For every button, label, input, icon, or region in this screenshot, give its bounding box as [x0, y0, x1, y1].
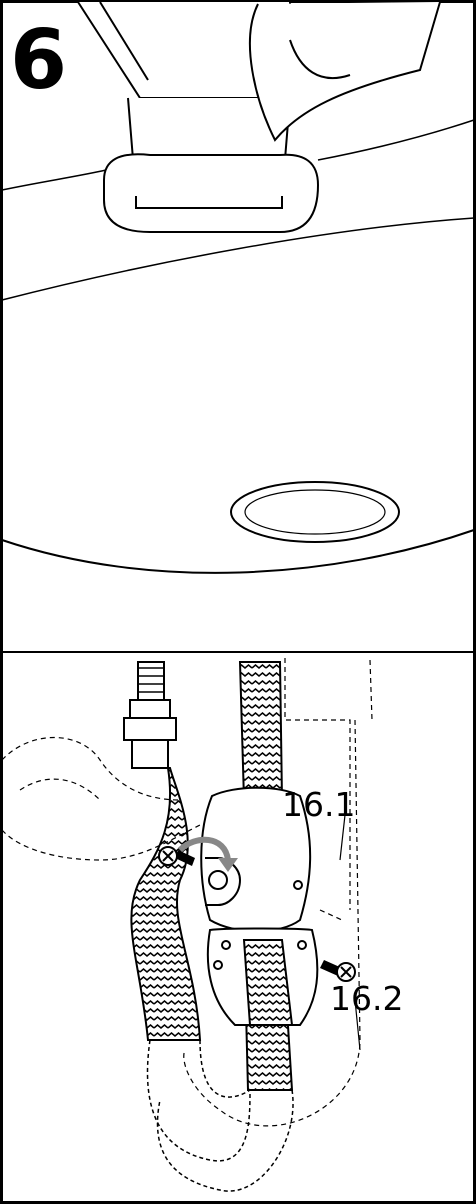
- hose-clip-16-1: [200, 786, 312, 933]
- countertop: [1, 119, 475, 301]
- hose-loop-outline: [146, 1039, 294, 1192]
- drain: [230, 481, 400, 543]
- supply-hose-left: [123, 661, 202, 1041]
- screw-lower: [320, 960, 356, 982]
- screw-upper: [158, 846, 195, 866]
- step-number: 6: [10, 13, 68, 108]
- rotate-arrow: [177, 836, 231, 861]
- arrow-head: [218, 858, 238, 872]
- callout-16-1: 16.1: [282, 785, 356, 824]
- hose-through-clip: [242, 939, 294, 1026]
- drain-pipe-outline: [1, 658, 373, 1127]
- sink-basin: [1, 529, 475, 653]
- faucet-base-flange: [103, 153, 320, 233]
- callout-16-2: 16.2: [330, 979, 404, 1018]
- leader-lines: [339, 814, 361, 1051]
